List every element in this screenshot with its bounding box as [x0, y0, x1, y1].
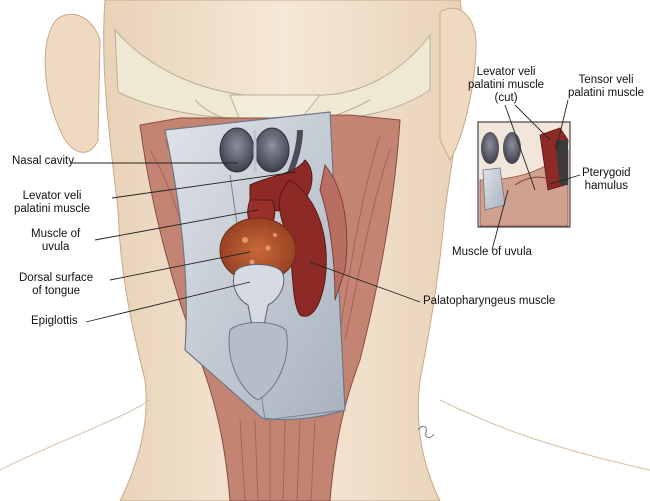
- leader-lines: [72, 99, 581, 323]
- label-palatopharyngeus-muscle: Palatopharyngeus muscle: [423, 295, 556, 307]
- leader-pterygoid: [549, 174, 581, 185]
- label-dorsal-surface-of-tongue: Dorsal surface of tongue: [19, 272, 94, 297]
- label-tensor-veli-palatini: Tensor veli palatini muscle: [568, 74, 645, 99]
- artist-signature: [417, 425, 435, 439]
- leader-tongue: [109, 251, 251, 281]
- leader-palatopharyngeus: [309, 261, 421, 303]
- label-muscle-of-uvula: Muscle of uvula: [31, 228, 81, 253]
- label-levator-veli-palatini: Levator veli palatini muscle: [14, 190, 91, 215]
- label-muscle-of-uvula-inset: Muscle of uvula: [452, 246, 532, 258]
- leader-uvula-inset: [491, 189, 509, 251]
- leader-uvula-left: [94, 209, 259, 241]
- label-levator-veli-palatini-cut: Levator veli palatini muscle (cut): [468, 66, 545, 104]
- label-pterygoid-hamulus: Pterygoid hamulus: [582, 167, 631, 192]
- label-epiglottis: Epiglottis: [31, 315, 78, 327]
- epiglottis: [228, 264, 288, 401]
- palatopharyngeus-muscle: [278, 163, 348, 317]
- leader-levator-left: [111, 171, 297, 199]
- inset-detail: [477, 121, 571, 228]
- leader-levator-inset-b: [514, 104, 551, 141]
- nasal-cavity: [219, 127, 303, 187]
- leader-tensor: [555, 99, 569, 151]
- leader-levator-inset-a: [504, 104, 536, 191]
- leader-epiglottis: [85, 281, 251, 323]
- label-nasal-cavity: Nasal cavity: [12, 155, 74, 167]
